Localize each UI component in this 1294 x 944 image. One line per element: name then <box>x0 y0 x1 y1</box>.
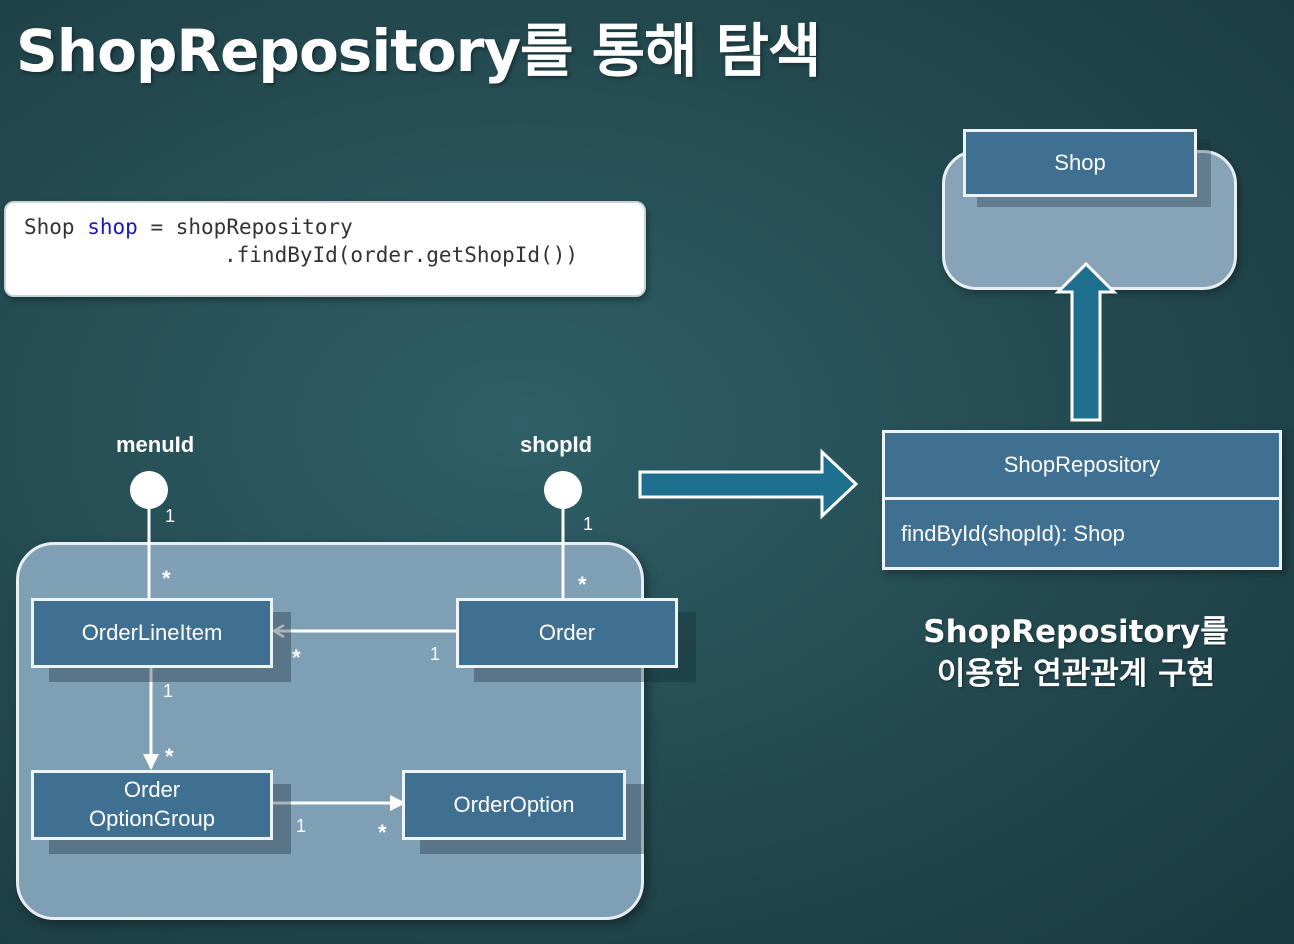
order-entity: Order <box>456 598 678 668</box>
orderoptiongroup-label: Order OptionGroup <box>89 776 215 833</box>
orderlineitem-label: OrderLineItem <box>81 619 223 645</box>
orderoptiongroup-label-line1: Order <box>123 777 181 803</box>
shop-label: Shop <box>1054 149 1106 175</box>
code-snippet: Shop shop = shopRepository .findById(ord… <box>4 201 646 297</box>
order-item-multiplicity-many: * <box>292 645 301 670</box>
order-item-multiplicity-one: 1 <box>430 644 441 664</box>
shopid-multiplicity-many: * <box>578 572 587 597</box>
shopid-connector <box>544 471 582 600</box>
orderoptiongroup-label-line2: OptionGroup <box>89 806 215 831</box>
menuid-multiplicity-one: 1 <box>165 506 176 526</box>
caption-line-2: 이용한 연관관계 구현 <box>936 655 1216 692</box>
shoprepository-name: ShopRepository <box>885 433 1279 500</box>
menuid-port <box>130 471 168 509</box>
menuid-multiplicity-many: * <box>162 566 171 591</box>
menuid-label: menuId <box>116 432 195 457</box>
group-option-multiplicity-one: 1 <box>296 816 307 836</box>
menuid-connector <box>130 471 168 600</box>
shopid-port <box>544 471 582 509</box>
code-type: Shop <box>24 215 75 239</box>
caption: ShopRepository를 이용한 연관관계 구현 <box>890 612 1262 696</box>
caption-line-1: ShopRepository를 <box>923 614 1229 650</box>
code-assignment: = shopRepository <box>150 215 353 239</box>
orderoptiongroup-entity: Order OptionGroup <box>31 770 273 840</box>
group-option-multiplicity-many: * <box>378 820 387 845</box>
shoprepository-class: ShopRepository findById(shopId): Shop <box>882 430 1282 570</box>
orderoption-label: OrderOption <box>453 791 575 817</box>
item-group-multiplicity-many: * <box>165 744 174 769</box>
shopid-multiplicity-one: 1 <box>583 514 594 534</box>
item-group-multiplicity-one: 1 <box>163 681 174 701</box>
order-label: Order <box>538 619 596 645</box>
shop-entity: Shop <box>963 129 1197 197</box>
navigate-right-arrow <box>638 448 859 520</box>
orderoption-entity: OrderOption <box>402 770 626 840</box>
shoprepository-method: findById(shopId): Shop <box>901 520 1125 546</box>
navigate-up-arrow <box>1054 261 1118 422</box>
orderlineitem-entity: OrderLineItem <box>31 598 273 668</box>
code-variable: shop <box>87 215 138 239</box>
code-line-1: Shop shop = shopRepository <box>24 215 353 239</box>
shopid-label: shopId <box>520 432 593 457</box>
page-title: ShopRepository를 통해 탐색 <box>16 17 821 85</box>
code-line-2: .findById(order.getShopId()) <box>224 243 579 267</box>
